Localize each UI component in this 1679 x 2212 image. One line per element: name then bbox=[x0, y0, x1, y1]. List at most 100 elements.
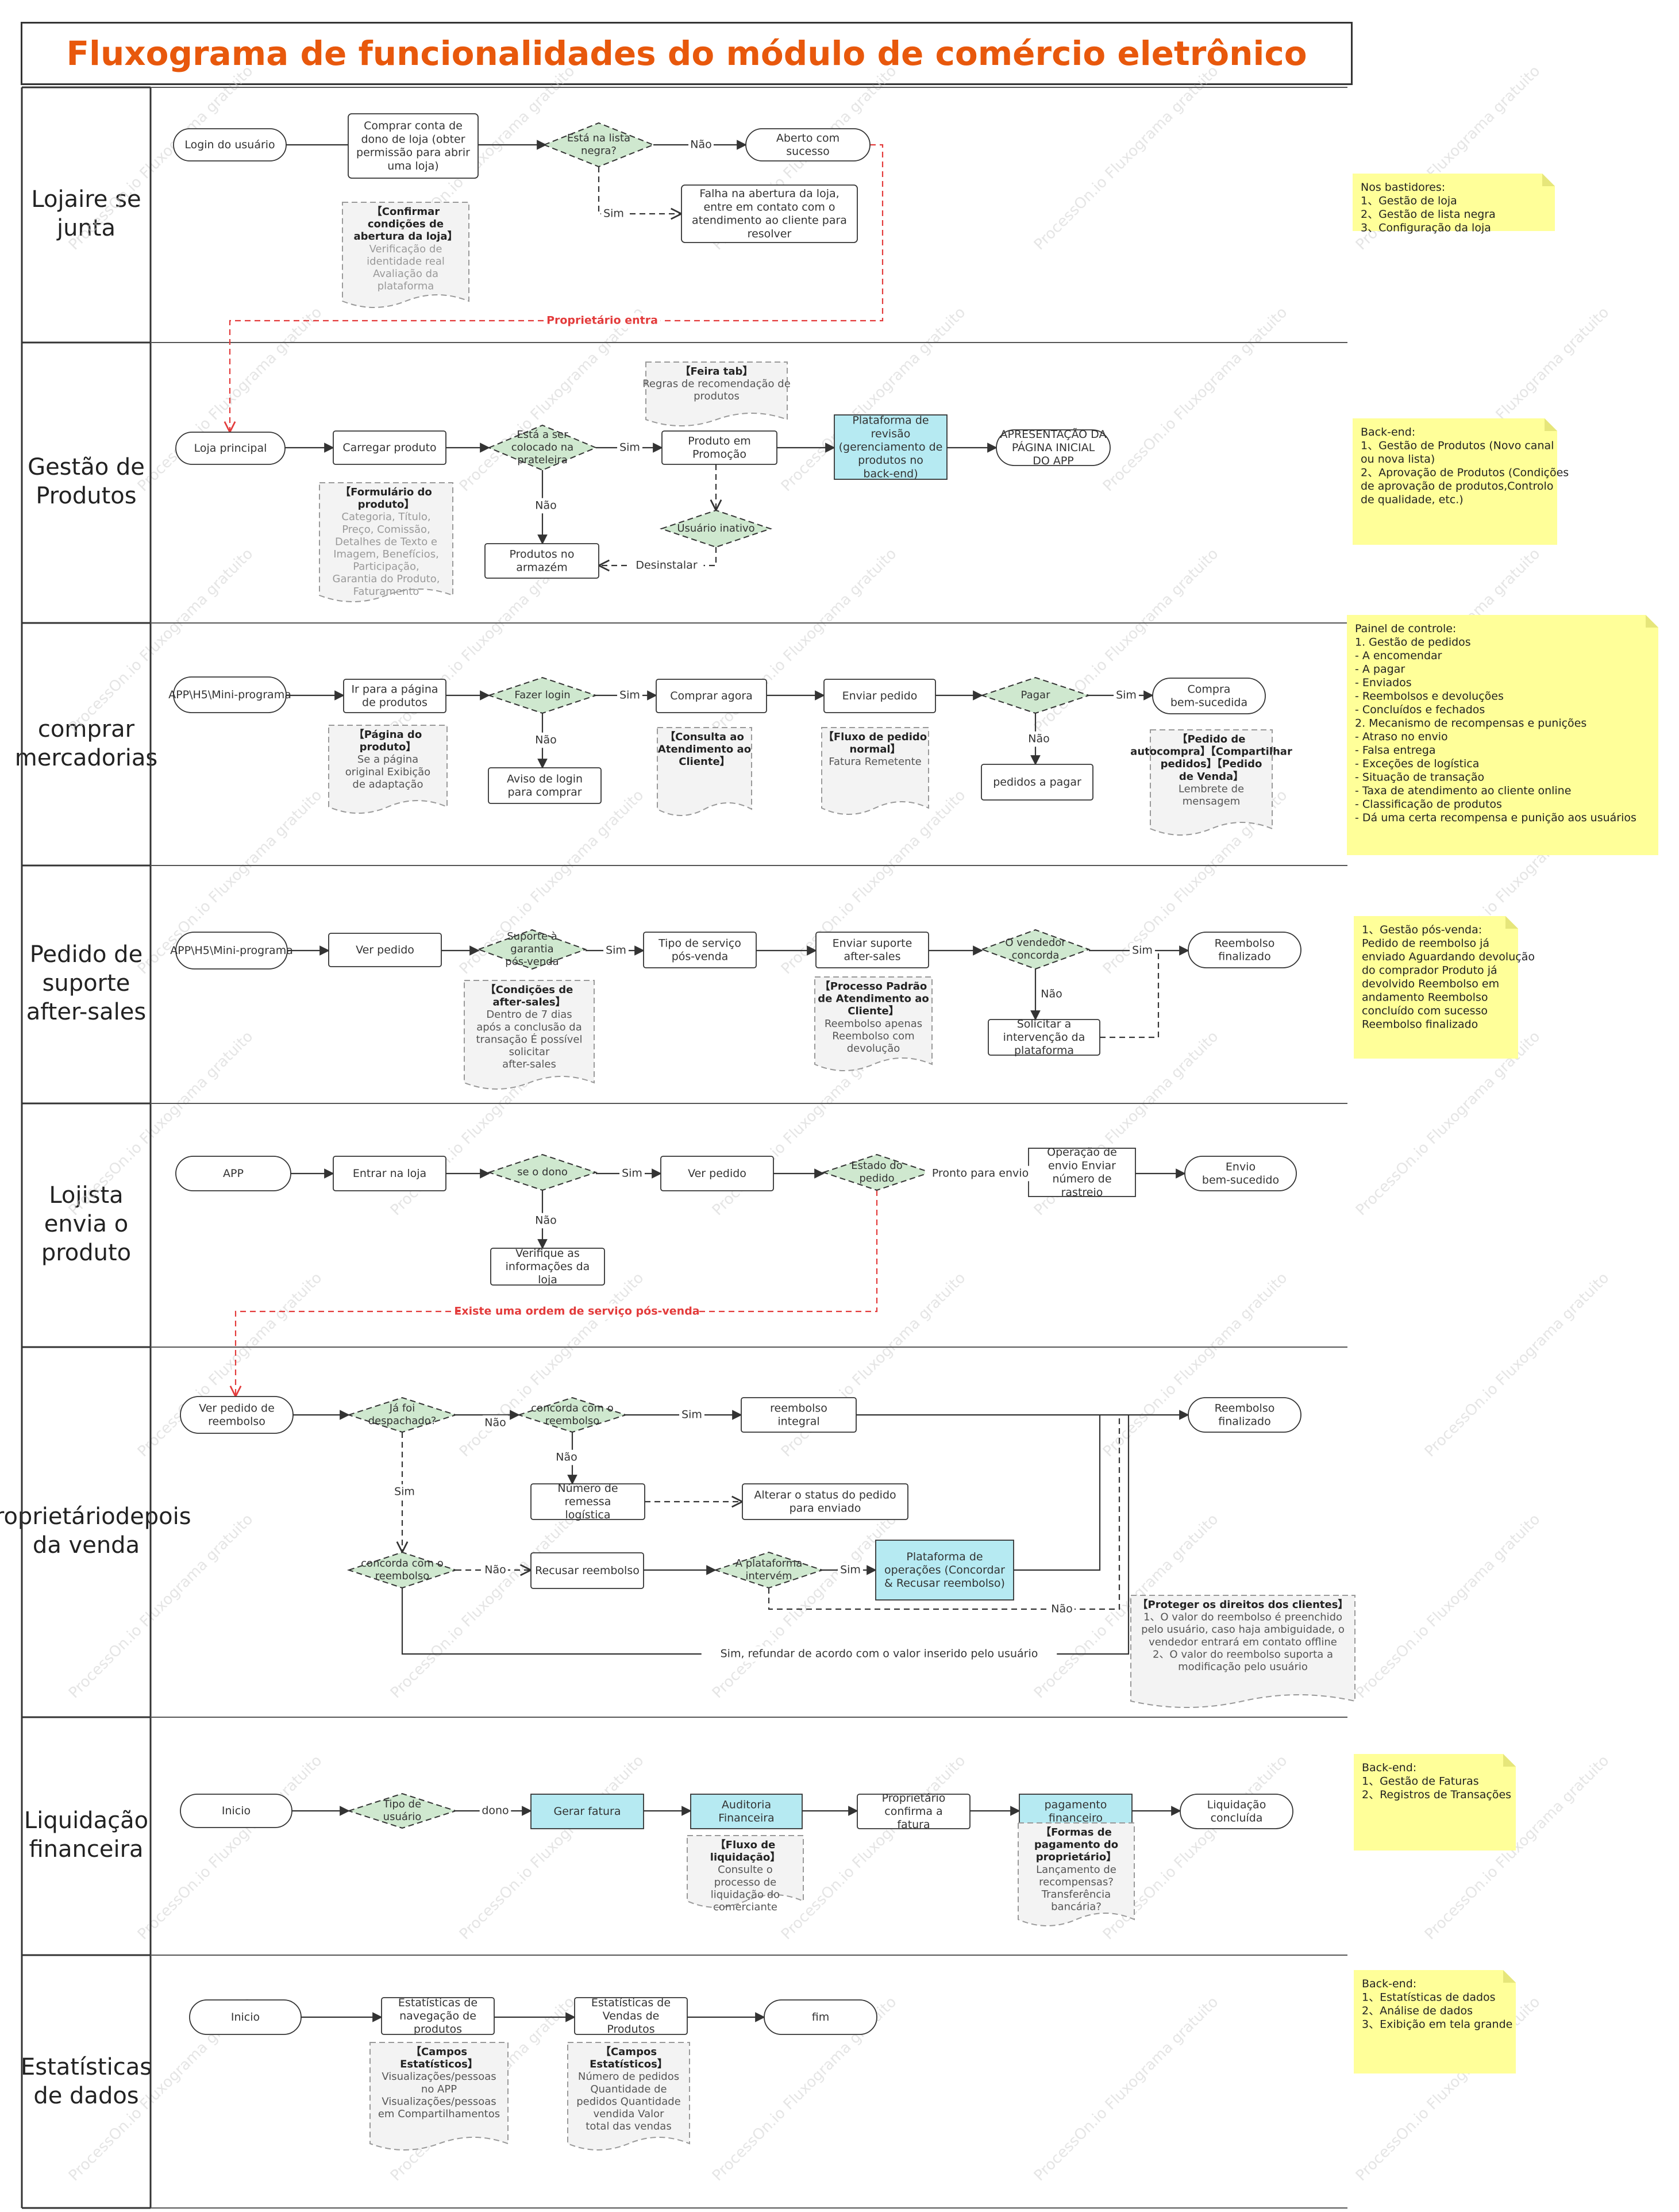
node-label: Recusar reembolso bbox=[535, 1564, 640, 1577]
edge-label-bg bbox=[601, 206, 626, 222]
note-text: Painel de controle:1. Gestão de pedidos-… bbox=[1355, 622, 1636, 824]
node-label: pedidos a pagar bbox=[993, 776, 1081, 788]
node-label: Login do usuário bbox=[184, 139, 275, 151]
title-box: Fluxograma de funcionalidades do módulo … bbox=[21, 22, 1353, 85]
doc-customer-rights: 【Proteger os direitos dos clientes】1、O v… bbox=[1130, 1595, 1355, 1708]
edge-label-bg bbox=[617, 687, 642, 703]
page-title: Fluxograma de funcionalidades do módulo … bbox=[66, 34, 1307, 73]
edge-owner-enters bbox=[230, 144, 884, 432]
node-label: Entrar na loja bbox=[353, 1167, 426, 1180]
sticky-note: Back-end:1、Gestão de Produtos (Novo cana… bbox=[1353, 418, 1569, 545]
label-no: Não bbox=[535, 1214, 556, 1227]
lane-label-8: Estatísticas de dados bbox=[20, 2054, 152, 2109]
edges-layer bbox=[230, 140, 1189, 2022]
edge-label-bg bbox=[619, 1165, 645, 1182]
label-yes: Sim bbox=[603, 207, 624, 220]
node-label: APP bbox=[223, 1167, 244, 1180]
label-yes: Sim bbox=[619, 689, 640, 702]
node-label: fim bbox=[812, 2011, 829, 2024]
edge-label-bg bbox=[1039, 986, 1064, 1002]
decision-label: se o dono bbox=[517, 1166, 568, 1178]
edge-label-bg bbox=[1049, 1601, 1075, 1617]
label-no: Não bbox=[690, 139, 711, 151]
edge-label-bg bbox=[1130, 942, 1155, 959]
edge-label-bg bbox=[701, 1646, 1057, 1662]
label-no: Não bbox=[1051, 1603, 1072, 1615]
edge-label-bg bbox=[838, 1562, 863, 1578]
decision-label: Usuário inativo bbox=[677, 522, 754, 534]
edge-label-bg bbox=[679, 1407, 704, 1423]
node-enter-store: Entrar na loja bbox=[333, 1156, 446, 1191]
document-body: Fatura Remetente bbox=[829, 756, 921, 768]
node-label: Ver pedido bbox=[356, 944, 414, 956]
node-submit-order: Enviar pedido bbox=[823, 679, 936, 713]
lane-label-2: Gestão de Produtos bbox=[28, 454, 145, 509]
decision-inactive: Usuário inativo bbox=[659, 509, 773, 548]
node-label: Gerar fatura bbox=[554, 1805, 621, 1818]
decision-is-owner: se o dono bbox=[487, 1153, 598, 1191]
label-yes: Sim bbox=[1132, 944, 1153, 957]
node-buy-now: Comprar agora bbox=[656, 679, 767, 713]
node-start-2: Inicio bbox=[189, 1999, 302, 2035]
flow-edge bbox=[598, 167, 681, 214]
lane-label-1: Lojaire se junta bbox=[31, 186, 141, 241]
edge-ops-to-final bbox=[1014, 1415, 1101, 1571]
node-label: Enviar pedido bbox=[842, 690, 918, 702]
lane-label-3: comprar mercadorias bbox=[14, 716, 158, 771]
label-yes: Sim bbox=[681, 1409, 702, 1421]
edge-label-bg bbox=[460, 1303, 694, 1319]
node-main-store: Loja principal bbox=[175, 432, 286, 465]
